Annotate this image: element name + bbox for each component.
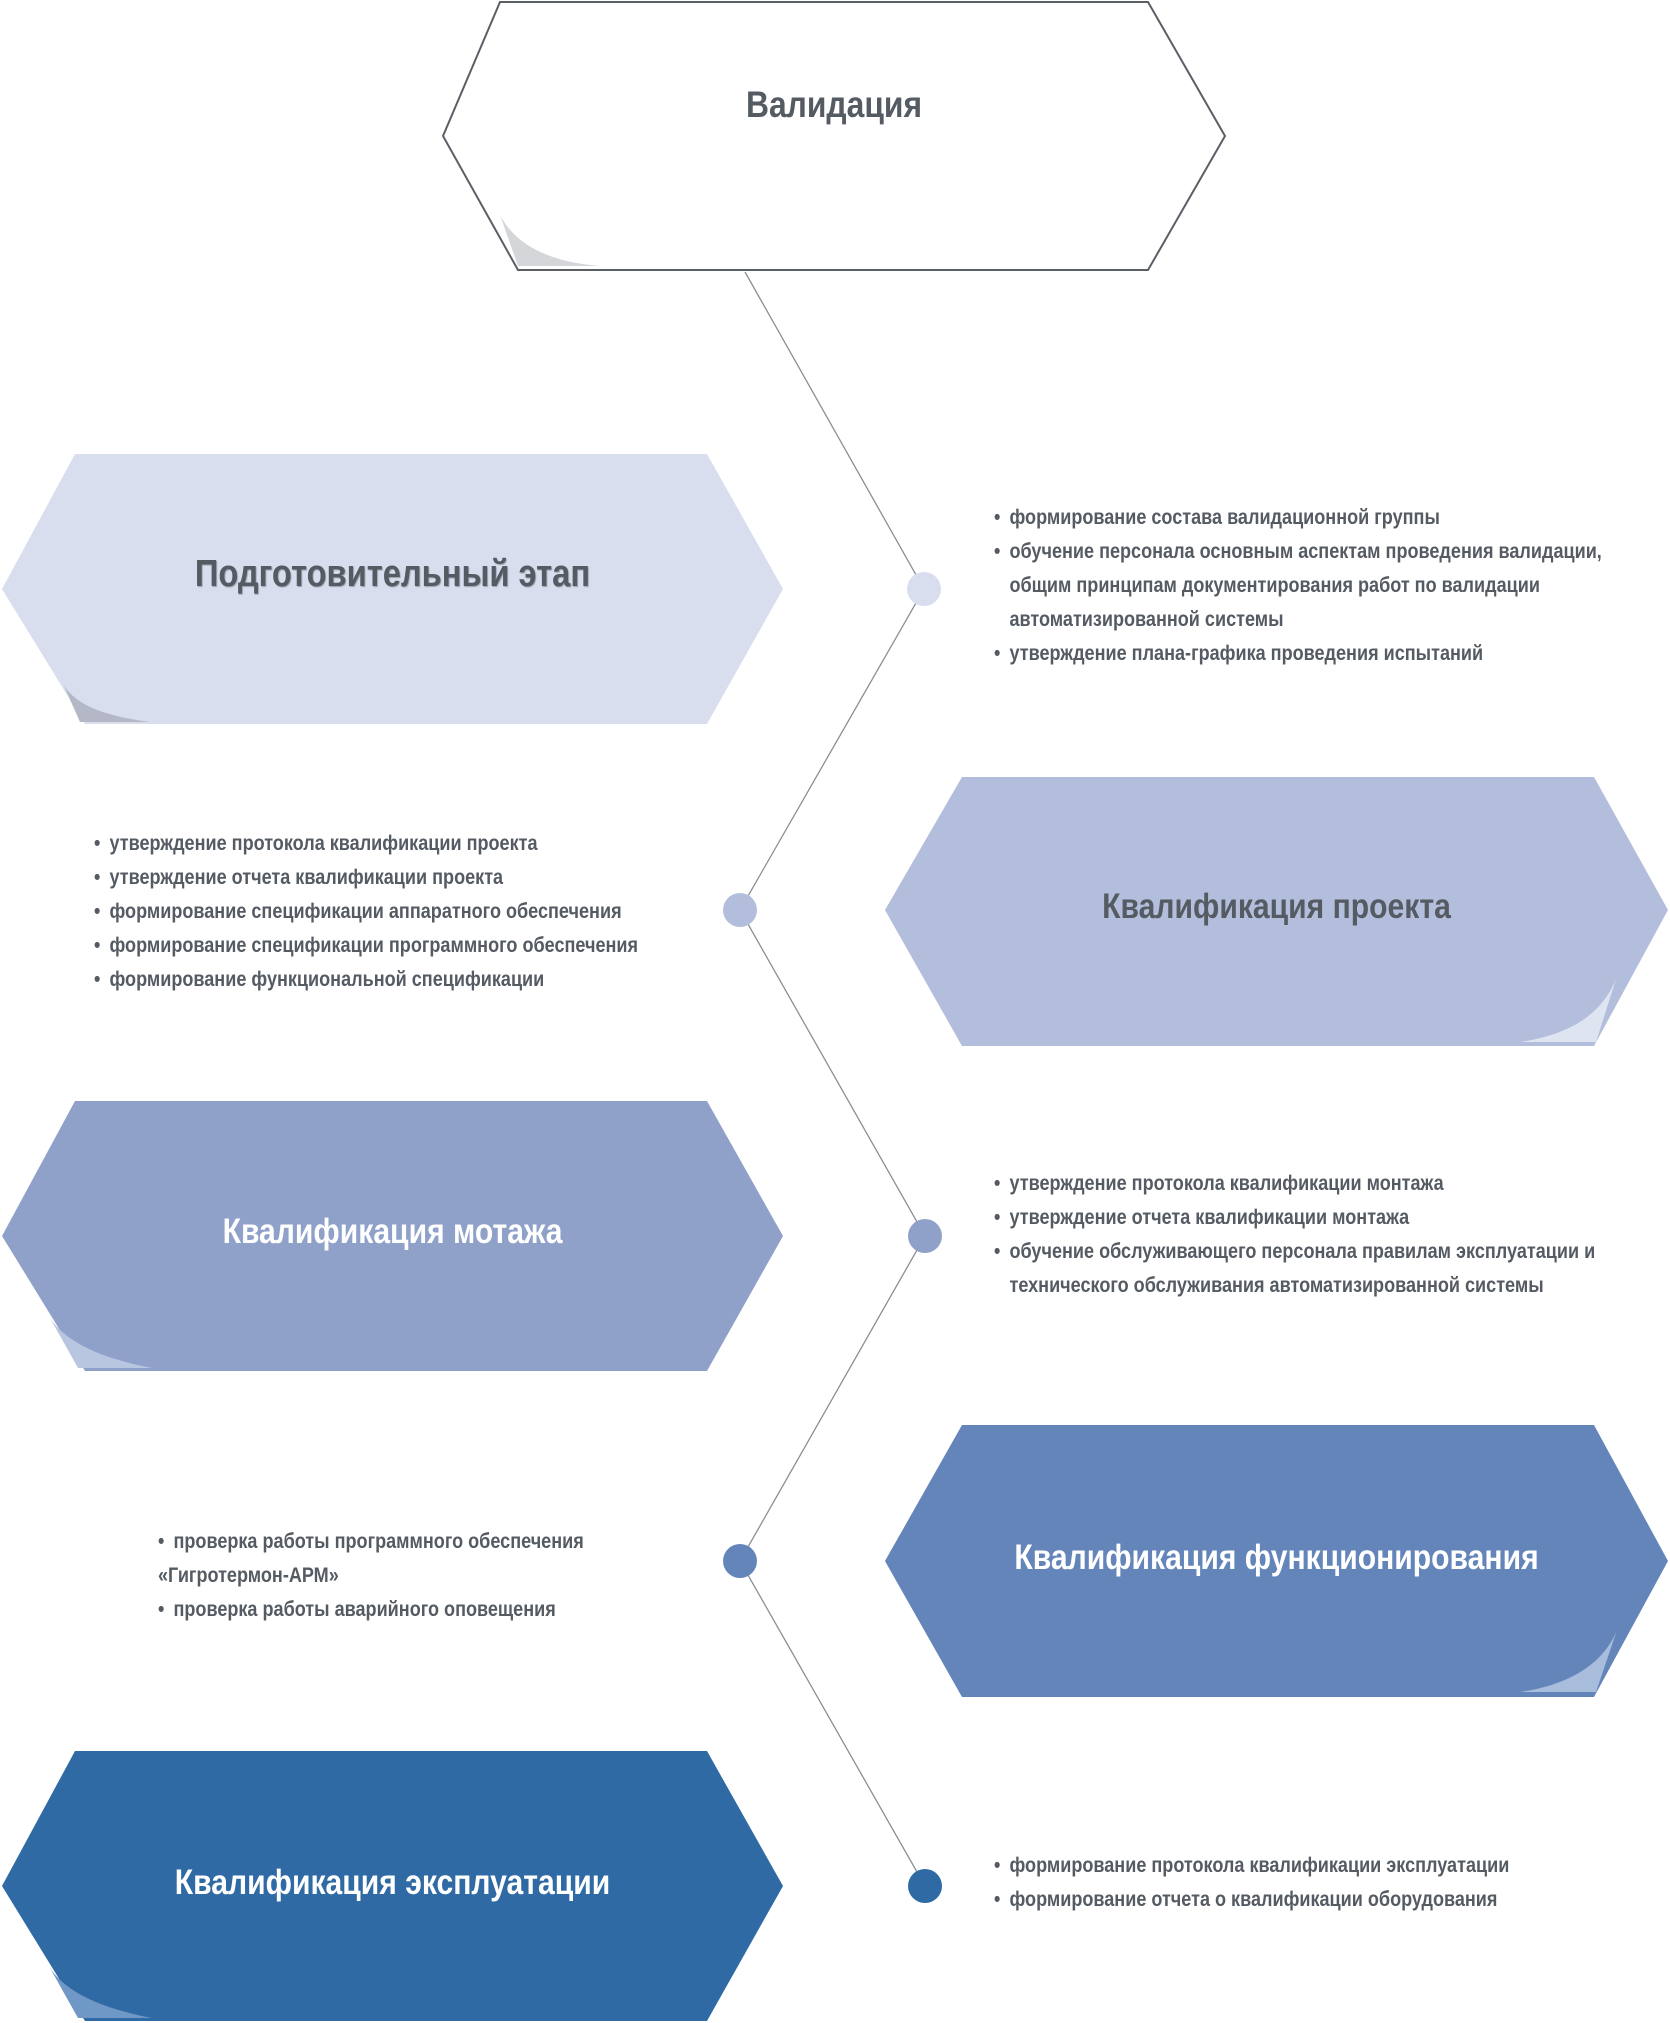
stage-4-items: проверка работы программного обеспечения…	[158, 1525, 584, 1627]
timeline-node-1	[907, 572, 941, 606]
stage-2-items: утверждение протокола квалификации проек…	[94, 827, 638, 997]
connector-line	[739, 271, 926, 1887]
stage-3-hexagon	[2, 1101, 783, 1371]
list-item: утверждение протокола квалификации проек…	[94, 827, 638, 861]
list-item: формирование протокола квалификации эксп…	[994, 1849, 1509, 1883]
list-item: утверждение отчета квалификации монтажа	[994, 1201, 1595, 1235]
list-item: обучение персонала основным аспектам про…	[994, 535, 1602, 569]
stage-3-title: Квалификация мотажа	[222, 1212, 563, 1251]
list-item: «Гигротермон-АРМ»	[158, 1564, 339, 1587]
timeline-node-4	[723, 1544, 757, 1578]
list-item: формирование спецификации аппаратного об…	[94, 895, 638, 929]
list-item: технического обслуживания автоматизирова…	[1009, 1274, 1544, 1297]
list-item: формирование функциональной спецификации	[94, 963, 638, 997]
list-item: утверждение отчета квалификации проекта	[94, 861, 638, 895]
timeline-node-2	[723, 893, 757, 927]
list-item: формирование отчета о квалификации обору…	[994, 1883, 1509, 1917]
timeline-node-5	[908, 1869, 942, 1903]
list-item: проверка работы аварийного оповещения	[158, 1593, 584, 1627]
stage-1-items: формирование состава валидационной групп…	[994, 501, 1602, 671]
stage-5-items: формирование протокола квалификации эксп…	[994, 1849, 1509, 1917]
root-title: Валидация	[745, 84, 923, 125]
list-item: общим принципам документирования работ п…	[1009, 574, 1540, 597]
stage-1-title: Подготовительный этап	[194, 553, 591, 595]
stage-5-title: Квалификация эксплуатации	[174, 1863, 611, 1902]
list-item: утверждение протокола квалификации монта…	[994, 1167, 1595, 1201]
list-item: утверждение плана-графика проведения исп…	[994, 637, 1602, 671]
list-item: обучение обслуживающего персонала правил…	[994, 1235, 1595, 1269]
list-item: формирование спецификации программного о…	[94, 929, 638, 963]
stage-4-hexagon	[885, 1425, 1668, 1697]
list-item: автоматизированной системы	[1009, 608, 1284, 631]
stage-3-items: утверждение протокола квалификации монта…	[994, 1167, 1595, 1303]
list-item: формирование состава валидационной групп…	[994, 501, 1602, 535]
stage-5-hexagon	[2, 1751, 783, 2021]
stage-2-title: Квалификация проекта	[1102, 887, 1451, 926]
root-hexagon	[441, 1, 1227, 271]
timeline-node-3	[908, 1219, 942, 1253]
stage-4-title: Квалификация функционирования	[1014, 1538, 1539, 1577]
stage-1-hexagon	[2, 454, 783, 724]
list-item: проверка работы программного обеспечения	[158, 1525, 584, 1559]
stage-2-hexagon	[885, 777, 1668, 1046]
